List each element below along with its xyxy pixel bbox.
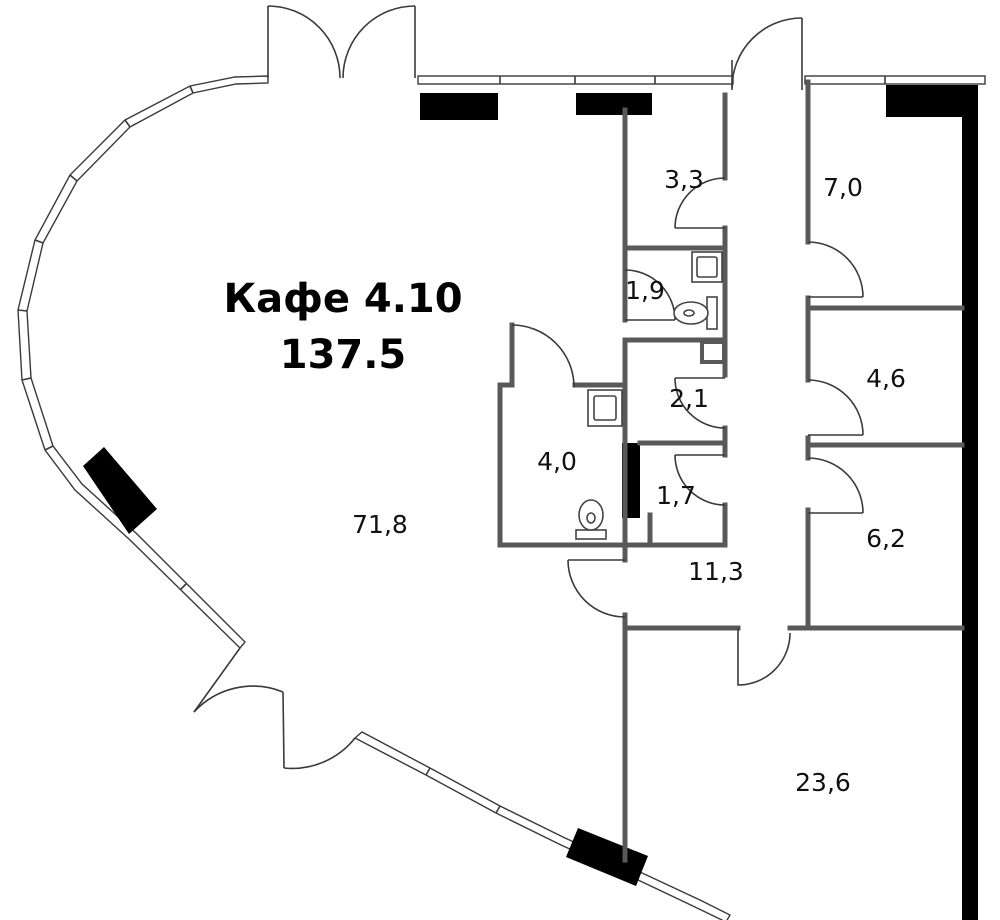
fixtures [575,251,723,540]
toilet-icon [575,499,607,540]
column [420,93,498,120]
column [576,93,652,115]
plan-title: Кафе 4.10 [223,276,462,322]
labels: Кафе 4.10 137.5 71,8 3,3 7,0 1,9 4,6 2,1… [223,165,905,797]
curved-facade [17,75,269,650]
room-area-label: 1,9 [625,276,665,305]
room-area-label: 4,0 [537,447,577,476]
toilet-icon [673,296,718,330]
column [566,828,648,886]
entrance-doors [267,5,803,90]
column [83,447,157,534]
interior-doors [511,177,864,686]
room-area-label: 71,8 [352,510,408,539]
room-area-label: 3,3 [664,165,704,194]
room-area-label: 7,0 [823,173,863,202]
room-area-label: 1,7 [656,481,696,510]
column [962,110,978,920]
room-area-label: 6,2 [866,524,906,553]
bottom-facade [353,731,731,920]
room-area-label: 2,1 [669,384,709,413]
side-doors [193,647,356,770]
columns [83,85,978,920]
interior-walls [497,79,965,863]
room-area-label: 23,6 [795,768,851,797]
top-facade [417,75,986,85]
room-area-label: 4,6 [866,364,906,393]
plan-total-area: 137.5 [280,332,407,378]
room-area-label: 11,3 [688,557,744,586]
